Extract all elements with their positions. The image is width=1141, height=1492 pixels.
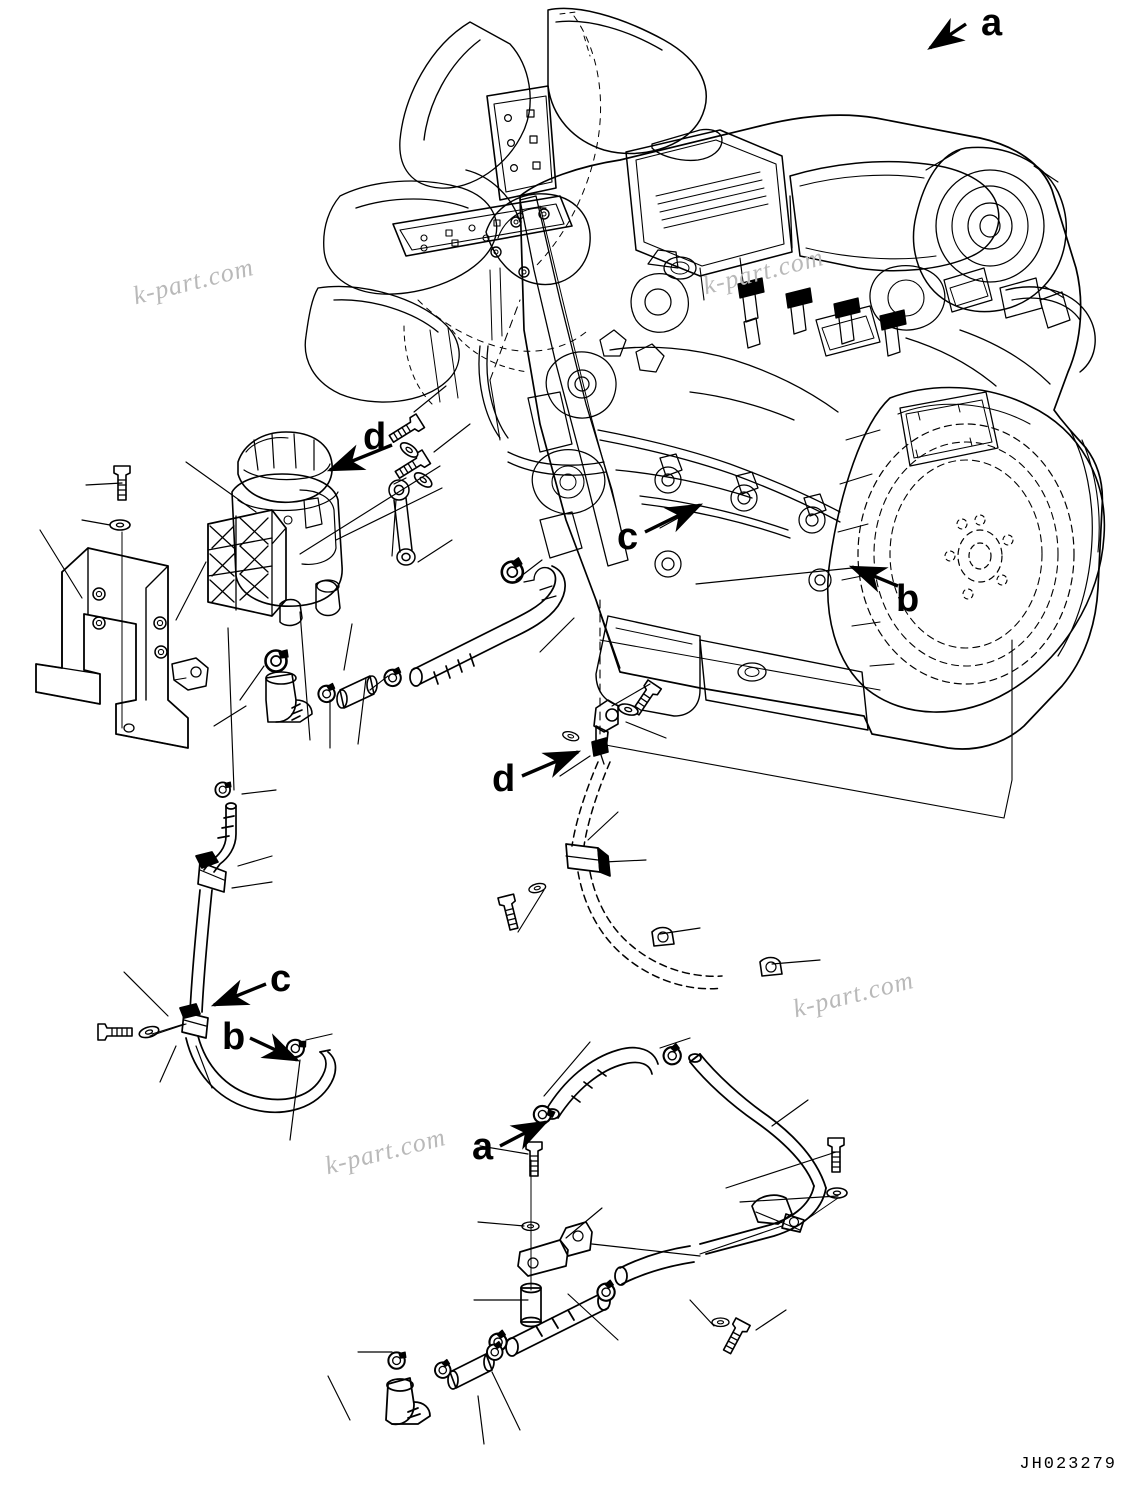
mid-right-hose-group bbox=[497, 679, 783, 990]
left-vertical-hose-group bbox=[97, 781, 337, 1114]
callout-arrow-a-top-right bbox=[927, 17, 967, 50]
callout-letter-c-engine: c bbox=[617, 516, 639, 558]
callout-letter-a-top-right: a bbox=[981, 2, 1003, 44]
callout-arrows bbox=[210, 17, 967, 1150]
callout-arrow-c-engine bbox=[644, 503, 704, 534]
callout-arrow-b-left-hose bbox=[249, 1033, 301, 1062]
callout-letter-d-mid-hose: d bbox=[492, 758, 516, 800]
upper-hose-and-clamp-group bbox=[264, 413, 566, 723]
heater-pump-unit bbox=[207, 431, 343, 627]
mounting-bracket bbox=[35, 465, 209, 749]
callout-arrow-b-engine bbox=[848, 565, 899, 593]
callout-letter-b-left-hose: b bbox=[222, 1016, 246, 1058]
bottom-tube-and-hose-group bbox=[385, 1042, 848, 1426]
callout-arrow-d-pump bbox=[326, 443, 393, 472]
callout-letter-d-pump: d bbox=[363, 416, 387, 458]
cooling-fan bbox=[304, 7, 707, 405]
drawing-number: JH023279 bbox=[1019, 1455, 1117, 1474]
callout-arrow-d-mid-hose bbox=[521, 750, 582, 778]
leader-lines bbox=[39, 385, 853, 1445]
engine-assembly bbox=[478, 114, 1106, 819]
callout-arrow-c-left-hose bbox=[210, 979, 267, 1007]
callout-letter-a-bottom-hose: a bbox=[472, 1126, 494, 1168]
callout-letter-c-left-hose: c bbox=[270, 958, 292, 1000]
callout-letter-b-engine: b bbox=[896, 578, 920, 620]
callout-arrow-a-bottom-hose bbox=[499, 1120, 550, 1150]
